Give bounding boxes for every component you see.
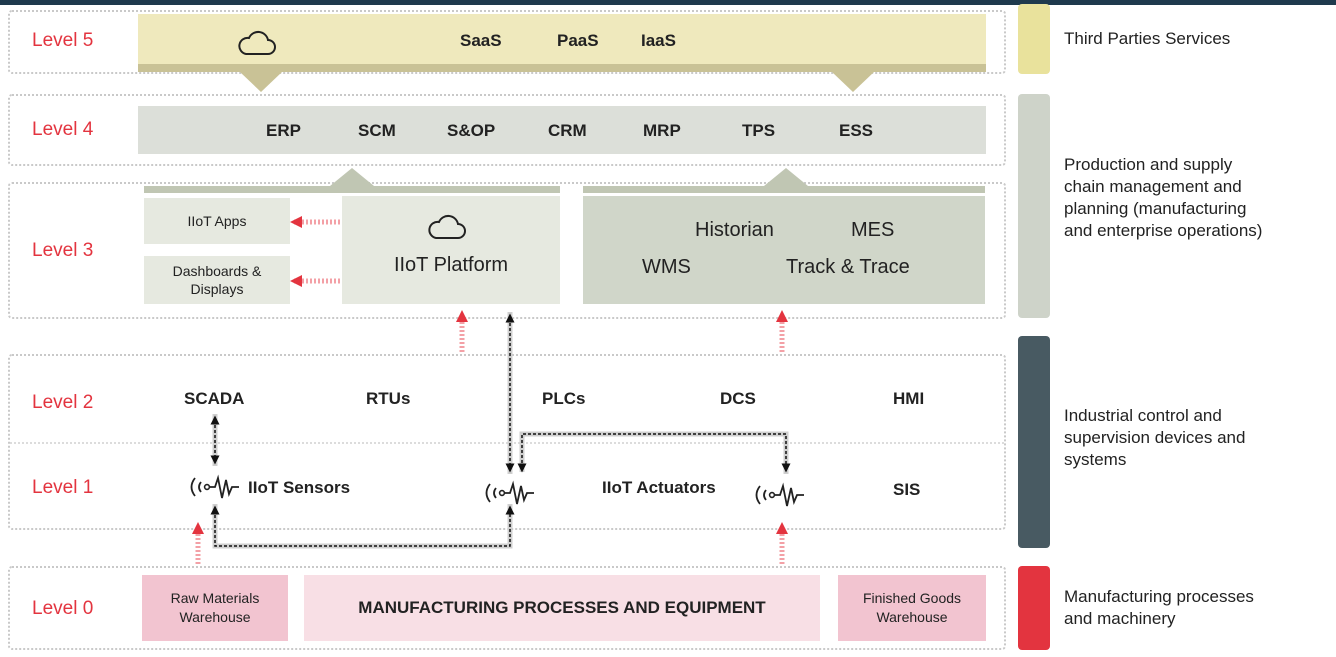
iiot-apps-box: IIoT Apps — [144, 198, 290, 244]
raw-materials-box: Raw Materials Warehouse — [142, 575, 288, 641]
rtus-label: RTUs — [366, 389, 411, 408]
sidebar-grey-bar — [1018, 94, 1050, 318]
manufacturing-label: MANUFACTURING PROCESSES AND EQUIPMENT — [358, 598, 766, 617]
level-5-down-triangle-right — [832, 72, 874, 92]
industrial-line-1: Industrial control and — [1064, 406, 1222, 425]
track-trace-label: Track & Trace — [786, 256, 910, 278]
mrp-label: MRP — [643, 121, 681, 140]
actuator-icon-right — [755, 482, 804, 507]
platform-cloud-icon — [428, 214, 466, 239]
historian-label: Historian — [695, 219, 774, 241]
level-5-down-triangle-left — [240, 72, 282, 92]
level-4-label: Level 4 — [32, 119, 94, 140]
erp-label: ERP — [266, 121, 301, 140]
level-5-label: Level 5 — [32, 30, 94, 51]
sensor-actuator-loop-arrow — [210, 505, 515, 547]
level-0-label: Level 0 — [32, 598, 94, 619]
industrial-line-2: supervision devices and — [1064, 428, 1246, 447]
level-3-label: Level 3 — [32, 240, 94, 261]
iaas-label: IaaS — [641, 31, 676, 50]
scada-label: SCADA — [184, 389, 245, 408]
raw-materials-line-1: Raw Materials — [170, 590, 260, 606]
production-line-4: and enterprise operations) — [1064, 221, 1263, 240]
actuators-to-finished-arrowhead — [776, 522, 788, 534]
level-1-label: Level 1 — [32, 477, 94, 498]
third-party-services-text: Third Parties Services — [1064, 29, 1231, 48]
dashboards-box: Dashboards & Displays — [144, 256, 290, 304]
level-2-label: Level 2 — [32, 392, 94, 413]
tps-label: TPS — [742, 121, 776, 140]
mes-label: MES — [851, 219, 895, 241]
scm-label: SCM — [358, 121, 396, 140]
level-3-up-triangle-right — [764, 168, 808, 186]
level-5-band — [138, 14, 986, 64]
plcs-label: PLCs — [542, 389, 586, 408]
production-line-3: planning (manufacturing — [1064, 199, 1247, 218]
industrial-line-3: systems — [1064, 450, 1127, 469]
wms-label: WMS — [642, 256, 691, 278]
level-0-frame — [8, 566, 1006, 650]
iiot-actuators-label: IIoT Actuators — [602, 478, 716, 497]
finished-goods-line-2: Warehouse — [876, 609, 948, 625]
iiot-apps-label: IIoT Apps — [187, 213, 247, 229]
level2-to-mes-arrowhead — [776, 310, 788, 322]
level-3-up-triangle-left — [330, 168, 374, 186]
production-line-2: chain management and — [1064, 177, 1242, 196]
production-text: Production and supply chain management a… — [1064, 154, 1324, 242]
platform-to-dashboards-arrowhead — [290, 275, 302, 287]
level-5-band-base — [138, 64, 986, 72]
top-accent-bar — [0, 0, 1336, 5]
iiot-platform-label: IIoT Platform — [393, 254, 509, 276]
hmi-label: HMI — [893, 389, 925, 408]
crm-label: CRM — [548, 121, 587, 140]
raw-to-sensors-arrowhead — [192, 522, 204, 534]
manufacturing-text: Manufacturing processes and machinery — [1064, 586, 1324, 630]
mes-box — [583, 196, 985, 304]
finished-goods-line-1: Finished Goods — [862, 590, 962, 606]
sidebar-dark-bar — [1018, 336, 1050, 548]
manufacturing-line-1: Manufacturing processes — [1064, 587, 1254, 606]
finished-goods-box: Finished Goods Warehouse — [838, 575, 986, 641]
sop-label: S&OP — [447, 121, 496, 140]
platform-to-apps-arrowhead — [290, 216, 302, 228]
iiot-sensors-label: IIoT Sensors — [248, 478, 351, 497]
level-3-right-bar — [583, 186, 985, 193]
sensor-icon — [190, 474, 239, 499]
raw-materials-line-2: Warehouse — [179, 609, 251, 625]
actuator-elbow-arrow — [517, 433, 791, 473]
cloud-icon — [238, 30, 276, 55]
iiot-platform-box — [342, 196, 560, 304]
level-3-left-bar — [144, 186, 560, 193]
manufacturing-box: MANUFACTURING PROCESSES AND EQUIPMENT — [304, 575, 820, 641]
saas-label: SaaS — [460, 31, 502, 50]
actuator-elbow-bg — [519, 431, 789, 474]
sis-label: SIS — [893, 480, 921, 499]
dashboards-label-line-2: Displays — [190, 281, 244, 297]
level2-to-platform-arrowhead — [456, 310, 468, 322]
manufacturing-line-2: and machinery — [1064, 609, 1176, 628]
level-5-frame — [8, 10, 1006, 74]
level-4-frame — [8, 94, 1006, 166]
ess-label: ESS — [839, 121, 874, 140]
actuator-icon-left — [485, 480, 534, 505]
sidebar-red-bar — [1018, 566, 1050, 650]
sensor-actuator-loop-bg — [212, 504, 513, 549]
level-4-band — [138, 106, 986, 154]
production-line-1: Production and supply — [1064, 155, 1233, 174]
dcs-label: DCS — [720, 389, 756, 408]
sidebar-yellow-bar — [1018, 4, 1050, 74]
dashboards-label-line-1: Dashboards & — [172, 263, 262, 279]
industrial-text: Industrial control and supervision devic… — [1064, 405, 1324, 471]
paas-label: PaaS — [557, 31, 599, 50]
